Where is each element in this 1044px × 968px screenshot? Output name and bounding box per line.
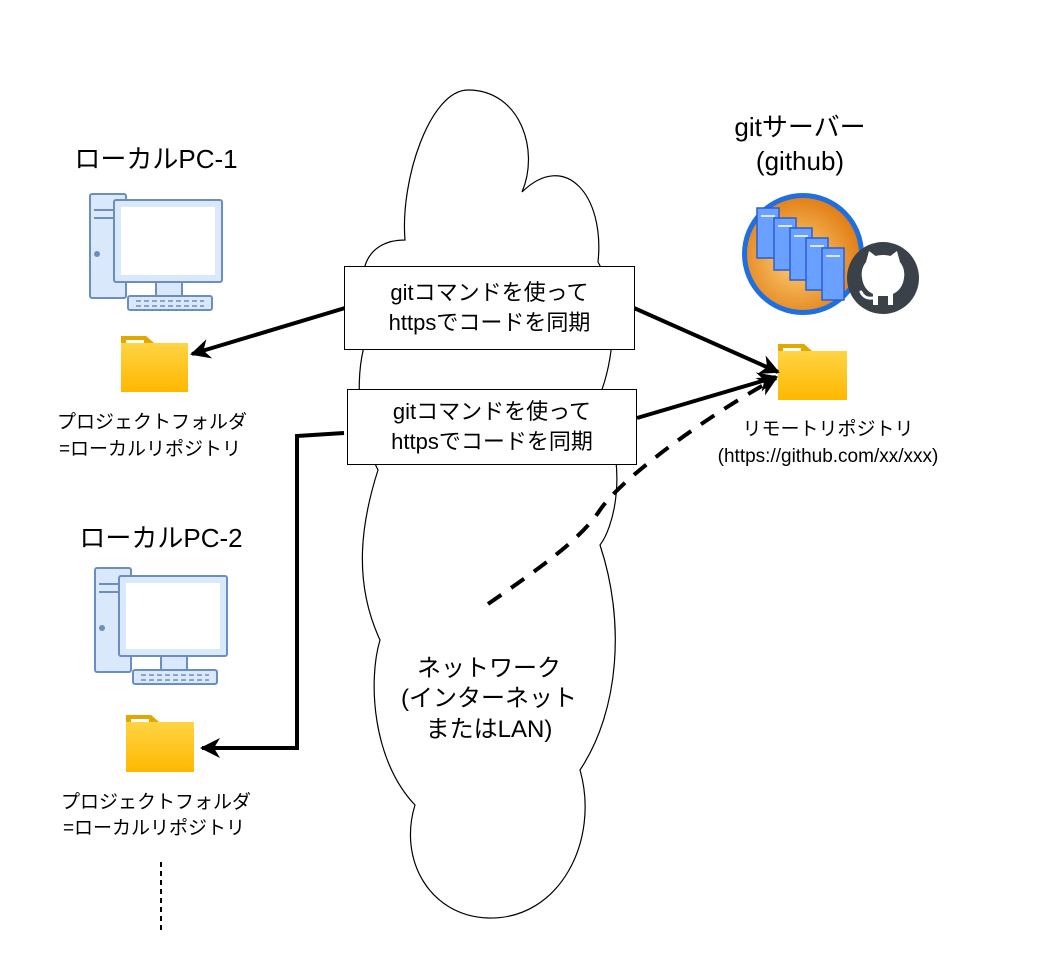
- pc1-folder-label-line2: =ローカルリポジトリ: [59, 438, 241, 460]
- server-title-line2: (github): [756, 146, 844, 176]
- server-icon: [742, 193, 864, 315]
- network-cloud: [358, 89, 618, 919]
- command-box-top: gitコマンドを使って httpsでコードを同期: [344, 266, 635, 350]
- arrow-box1-to-pc1-folder: [190, 306, 346, 359]
- pc2-folder-label-line1: プロジェクトフォルダ: [61, 791, 251, 813]
- folder-icon-pc2: [126, 715, 194, 772]
- github-icon: [847, 242, 919, 314]
- connector-box2-to-pc2-folder: [200, 431, 345, 758]
- computer-icon-pc2: [94, 567, 228, 685]
- connectors: [160, 306, 780, 932]
- network-label-line2: (インターネット: [401, 685, 577, 712]
- network-label-line3: またはLAN): [426, 716, 553, 743]
- computer-icon-pc1: [89, 193, 223, 311]
- dashed-arrow-network-to-remote: [486, 376, 778, 606]
- pc2-folder-label-line2: =ローカルリポジトリ: [63, 817, 245, 839]
- command-box-bottom-line1: gitコマンドを使って: [392, 399, 592, 424]
- folder-icon-remote: [778, 344, 847, 400]
- remote-repo-label-line1: リモートリポジトリ: [742, 418, 913, 440]
- arrow-box1-to-remote: [633, 306, 780, 374]
- command-box-bottom-line2: httpsでコードを同期: [391, 429, 593, 454]
- pc1-folder-label-line1: プロジェクトフォルダ: [57, 411, 247, 433]
- network-label-line1: ネットワーク: [417, 655, 561, 682]
- command-box-bottom: gitコマンドを使って httpsでコードを同期: [347, 389, 637, 465]
- arrow-box2-to-remote: [636, 372, 778, 420]
- command-box-top-line2: httpsでコードを同期: [388, 310, 591, 335]
- pc2-title: ローカルPC-2: [79, 523, 242, 553]
- command-box-top-line1: gitコマンドを使って: [390, 280, 589, 305]
- pc1-title: ローカルPC-1: [74, 144, 237, 174]
- server-title-line1: gitサーバー: [734, 112, 865, 142]
- folder-icon-pc1: [121, 336, 188, 392]
- remote-repo-label-line2: (https://github.com/xx/xxx): [718, 446, 939, 467]
